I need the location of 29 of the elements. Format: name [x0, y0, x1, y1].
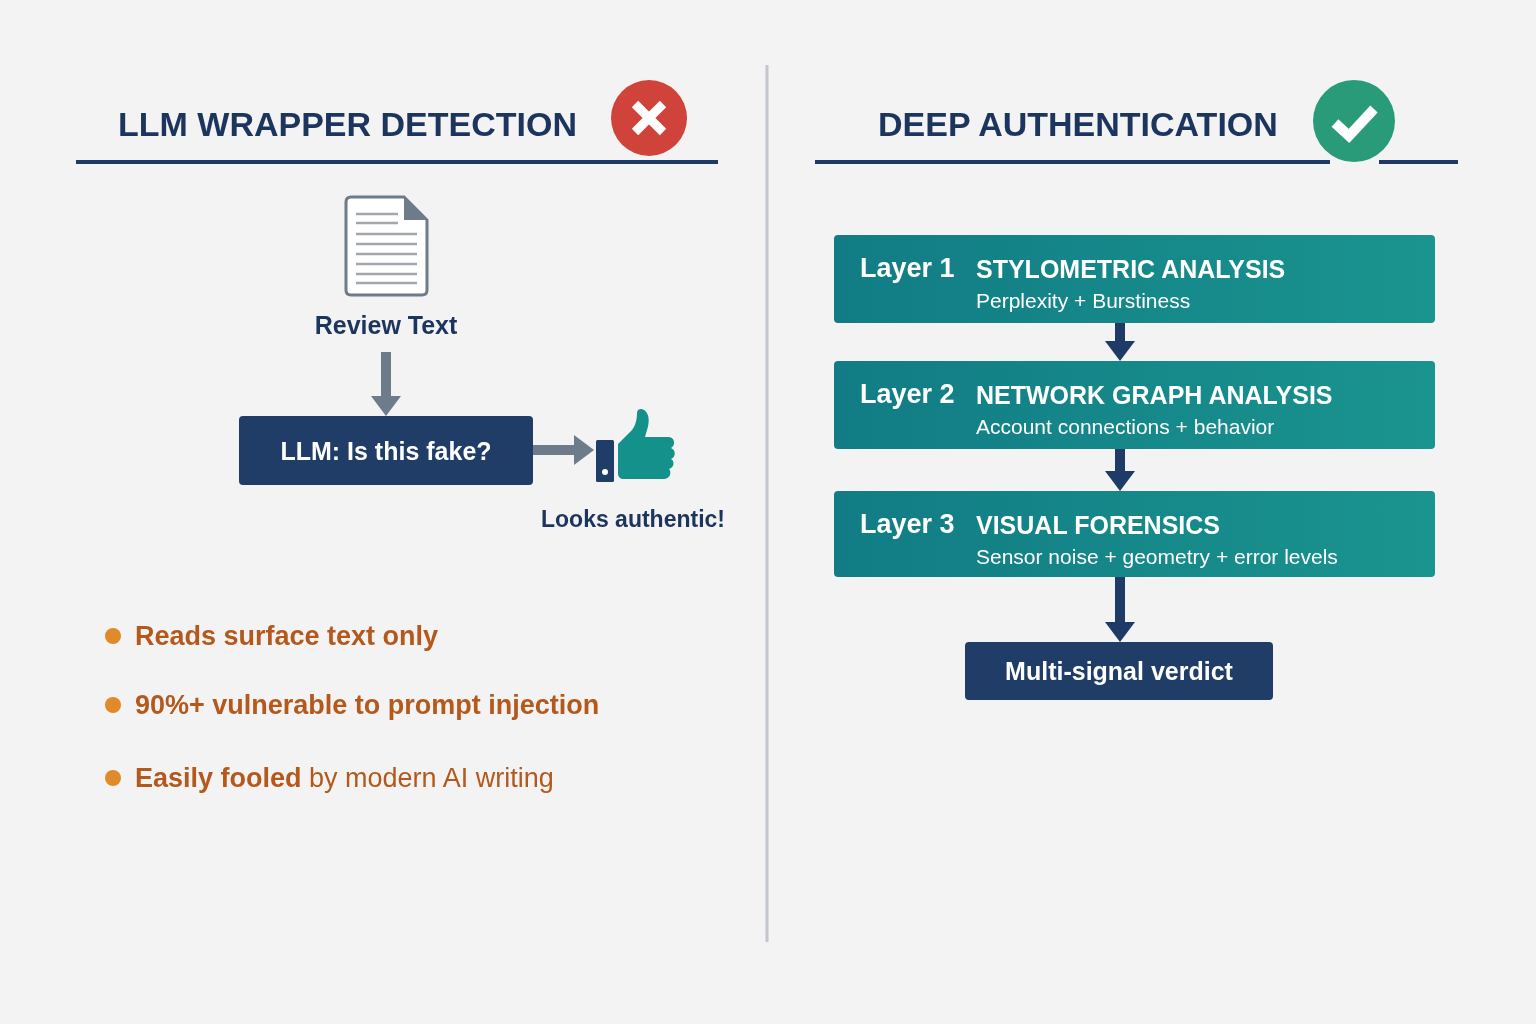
arrow — [371, 352, 401, 416]
process-box — [239, 416, 533, 485]
node-caption: Looks authentic! — [540, 505, 726, 534]
layer-subtitle: Perplexity + Burstiness — [976, 288, 1191, 314]
layer-title: VISUAL FORENSICS — [976, 510, 1221, 541]
layer-title: NETWORK GRAPH ANALYSIS — [976, 380, 1333, 411]
process-box — [834, 235, 1435, 323]
node-label: Multi-signal verdict — [1004, 656, 1234, 687]
node-label: Review Text — [313, 310, 459, 341]
list-item-text: Easily fooled by modern AI writing — [135, 762, 554, 795]
arrow — [1105, 449, 1135, 491]
layer-subtitle: Sensor noise + geometry + error levels — [976, 544, 1338, 570]
layer-number: Layer 2 — [860, 378, 955, 411]
layer-number: Layer 3 — [860, 508, 955, 541]
layer-title: STYLOMETRIC ANALYSIS — [976, 254, 1286, 285]
arrow — [533, 435, 594, 465]
layer-number: Layer 1 — [860, 252, 955, 285]
thumbs-up-icon — [594, 408, 676, 484]
layer-subtitle: Account connections + behavior — [976, 414, 1275, 440]
section-heading: DEEP AUTHENTICATION — [878, 104, 1278, 144]
section-heading: LLM WRAPPER DETECTION — [118, 104, 577, 144]
arrow — [1105, 577, 1135, 642]
result-box — [965, 642, 1273, 700]
list-item-text: Reads surface text only — [135, 620, 439, 653]
arrow — [1105, 323, 1135, 361]
list-item-text: 90%+ vulnerable to prompt injection — [135, 689, 600, 722]
process-box — [834, 361, 1435, 449]
node-label: LLM: Is this fake? — [279, 435, 493, 467]
process-box — [834, 491, 1435, 577]
